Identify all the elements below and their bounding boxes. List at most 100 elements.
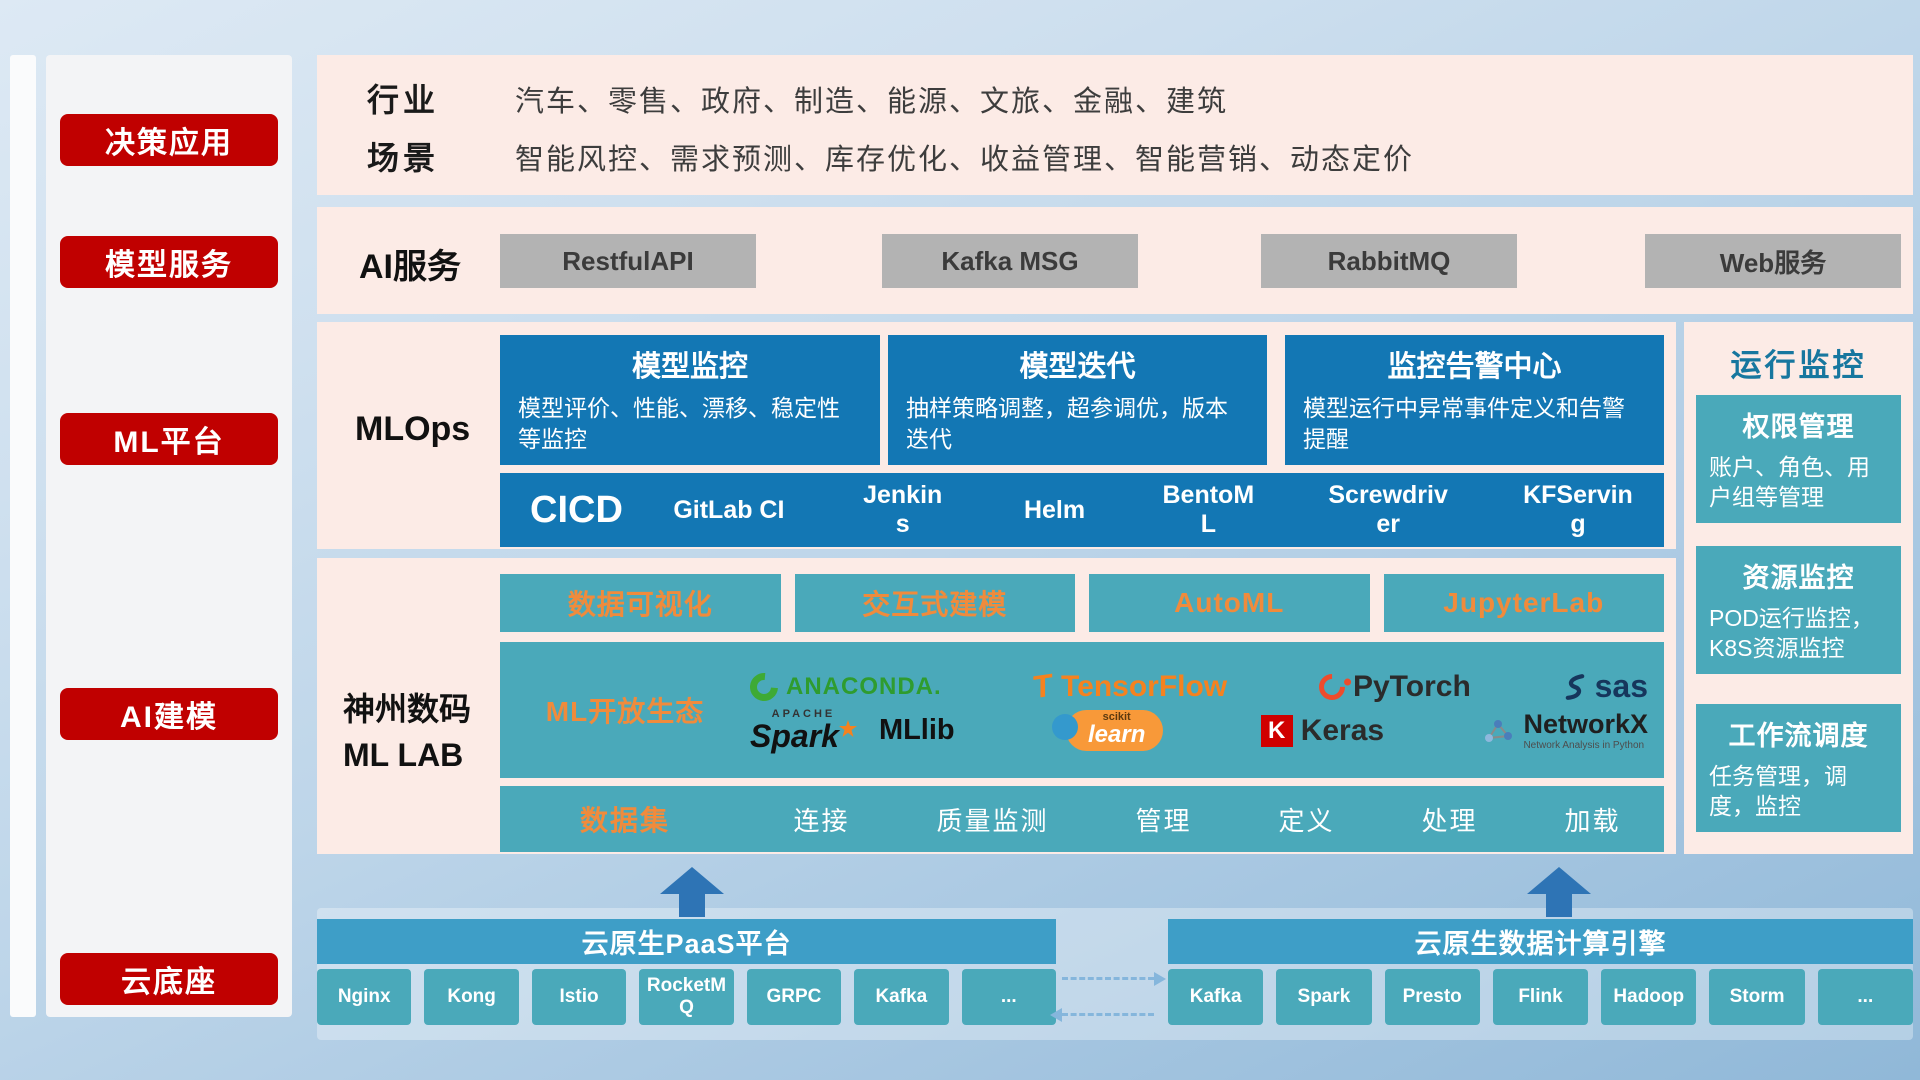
component-presto: Presto (1384, 969, 1480, 1025)
sas-logo: sas (1563, 668, 1648, 705)
dataset-process: 处理 (1421, 805, 1478, 836)
data-engine-components: Kafka Spark Presto Flink Hadoop Storm ..… (1168, 969, 1913, 1025)
card-desc: 账户、角色、用户组等管理 (1709, 454, 1870, 511)
logo-row-1: ANACONDA. T TensorFlow PyTorch s (744, 666, 1648, 707)
tool-automl: AutoML (1089, 574, 1370, 632)
pytorch-label: PyTorch (1352, 669, 1471, 703)
service-kafka-msg: Kafka MSG (882, 234, 1138, 288)
industry-line: 行业 汽车、零售、政府、制造、能源、文旅、金融、建筑 (367, 75, 1228, 121)
keras-logo: K Keras (1260, 713, 1385, 748)
cicd-jenkins: Jenkins (863, 481, 943, 538)
cicd-helm: Helm (1023, 495, 1086, 524)
component-nginx: Nginx (317, 969, 412, 1025)
dataset-label: 数据集 (579, 805, 670, 836)
cicd-screwdriver: Screwdriver (1328, 481, 1448, 538)
arrow-stem (1546, 894, 1572, 917)
networkx-logo: NetworkX Network Analysis in Python (1481, 709, 1648, 751)
layer-label-decision-apps: 决策应用 (60, 114, 278, 166)
scenario-label: 场景 (367, 140, 440, 176)
spark-label: Spark (750, 718, 839, 754)
keras-label: Keras (1300, 713, 1385, 747)
cicd-gitlab-ci: GitLab CI (673, 495, 785, 524)
mllab-label-line2: ML LAB (343, 737, 464, 773)
logo-row-2: APACHE Spark MLlib (750, 708, 1648, 754)
runtime-monitor-title: 运行监控 (1730, 348, 1867, 383)
networkx-subtitle: Network Analysis in Python (1523, 739, 1645, 751)
ai-service-label: AI服务 (359, 248, 461, 286)
anaconda-logo: ANACONDA. (744, 666, 942, 707)
tensorflow-label: TensorFlow (1061, 669, 1228, 703)
dashed-arrow-right-icon (1062, 972, 1166, 986)
sas-swoosh-icon (1565, 673, 1584, 700)
dataset-manage: 管理 (1135, 805, 1192, 836)
industry-list: 汽车、零售、政府、制造、能源、文旅、金融、建筑 (515, 86, 1229, 118)
dataset-load: 加载 (1564, 805, 1621, 836)
component-spark: Spark (1276, 969, 1372, 1025)
card-desc: 模型运行中异常事件定义和告警提醒 (1303, 395, 1625, 453)
card-desc: 任务管理，调度，监控 (1709, 763, 1847, 820)
mllab-label: 神州数码 ML LAB (343, 686, 499, 778)
dataset-connect: 连接 (793, 805, 850, 836)
layer-label-ml-platform: ML平台 (60, 413, 278, 465)
runtime-monitor-panel: 运行监控 权限管理 账户、角色、用户组等管理 资源监控 POD运行监控，K8S资… (1684, 322, 1913, 854)
mllab-tool-row: 数据可视化 交互式建模 AutoML JupyterLab (500, 574, 1664, 632)
component-more: ... (961, 969, 1056, 1025)
apache-label: APACHE (771, 708, 836, 720)
data-engine-header: 云原生数据计算引擎 (1168, 919, 1913, 964)
up-arrow-data-engine (1527, 867, 1591, 917)
industry-scenario-panel: 行业 汽车、零售、政府、制造、能源、文旅、金融、建筑 场景 智能风控、需求预测、… (317, 55, 1913, 195)
keras-k-icon: K (1260, 714, 1293, 747)
dashed-arrow-left-icon (1050, 1008, 1154, 1022)
up-arrow-paas (660, 867, 724, 917)
anaconda-label: ANACONDA. (786, 672, 942, 700)
model-iteration-card: 模型迭代 抽样策略调整，超参调优，版本迭代 (888, 335, 1267, 465)
mlops-label: MLOps (355, 410, 471, 448)
networkx-graph-icon (1485, 719, 1513, 742)
cicd-label: CICD (530, 488, 623, 531)
component-kafka: Kafka (854, 969, 949, 1025)
card-title: 模型迭代 (1019, 351, 1136, 383)
logo-grid: ANACONDA. T TensorFlow PyTorch s (744, 666, 1664, 754)
card-title: 工作流调度 (1728, 721, 1869, 751)
cicd-items: GitLab CI Jenkins Helm BentoML Screwdriv… (667, 481, 1634, 539)
pytorch-flame-icon (1313, 668, 1351, 705)
mllab-panel: 神州数码 ML LAB 数据可视化 交互式建模 AutoML JupyterLa… (317, 558, 1676, 854)
networkx-label: NetworkX (1523, 709, 1648, 740)
component-grpc: GRPC (746, 969, 842, 1025)
layer-label-cloud-base: 云底座 (60, 953, 278, 1005)
cicd-kfserving: KFServing (1523, 481, 1633, 538)
eco-label: ML开放生态 (545, 696, 705, 727)
learn-label: learn (1087, 721, 1146, 748)
component-kong: Kong (424, 969, 519, 1025)
dataset-items: 连接 质量监测 管理 定义 处理 加载 (750, 801, 1664, 838)
cicd-bentoml: BentoML (1162, 481, 1255, 538)
cicd-bar: CICD GitLab CI Jenkins Helm BentoML Scre… (500, 473, 1664, 547)
service-rabbitmq: RabbitMQ (1261, 234, 1517, 288)
card-desc: POD运行监控，K8S资源监控 (1709, 605, 1874, 662)
tensorflow-logo: T TensorFlow (1033, 667, 1228, 706)
component-kafka: Kafka (1168, 969, 1264, 1025)
dataset-bar: 数据集 连接 质量监测 管理 定义 处理 加载 (500, 786, 1664, 852)
component-flink: Flink (1492, 969, 1589, 1025)
ai-service-panel: AI服务 RestfulAPI Kafka MSG RabbitMQ Web服务 (317, 207, 1913, 314)
layer-label-ai-modeling: AI建模 (60, 688, 278, 740)
arrow-stem (679, 894, 705, 917)
arrow-head (660, 867, 724, 894)
component-istio: Istio (531, 969, 627, 1025)
paas-components: Nginx Kong Istio RocketMQ GRPC Kafka ... (317, 969, 1056, 1025)
tool-interactive-modeling: 交互式建模 (794, 574, 1075, 632)
component-rocketmq: RocketMQ (639, 969, 734, 1025)
component-storm: Storm (1709, 969, 1805, 1025)
scenario-line: 场景 智能风控、需求预测、库存优化、收益管理、智能营销、动态定价 (367, 133, 1414, 179)
card-title: 权限管理 (1742, 412, 1855, 442)
spark-star-icon (838, 720, 857, 737)
left-accent-bar (10, 55, 36, 1017)
mllib-label: MLlib (878, 714, 955, 746)
cloud-native-data-engine-group: 云原生数据计算引擎 Kafka Spark Presto Flink Hadoo… (1168, 919, 1913, 1025)
dataset-define: 定义 (1278, 805, 1335, 836)
workflow-scheduling-card: 工作流调度 任务管理，调度，监控 (1696, 704, 1901, 832)
service-web: Web服务 (1645, 234, 1901, 288)
arrow-head (1527, 867, 1591, 894)
layer-label-model-services: 模型服务 (60, 236, 278, 288)
